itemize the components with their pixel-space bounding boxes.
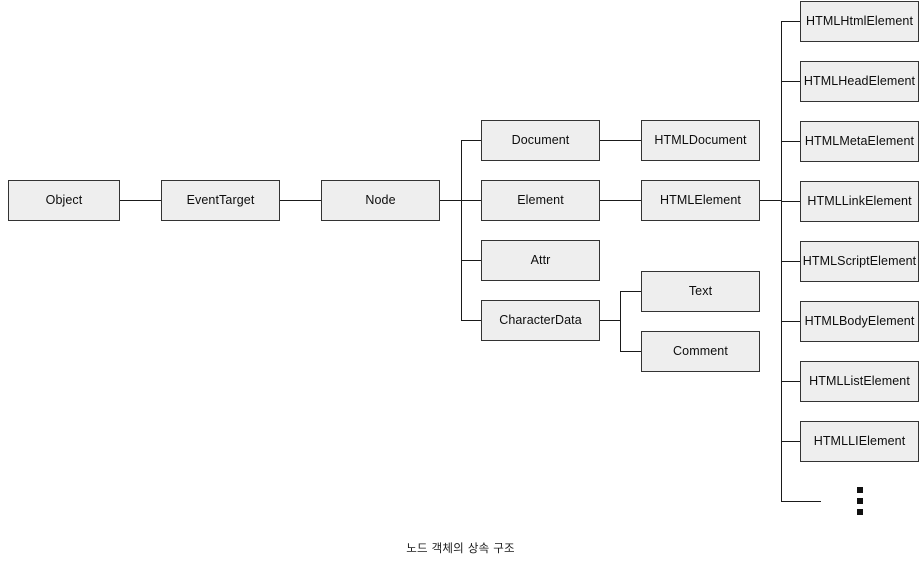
edge-characterdata-to-trunk: [600, 320, 621, 321]
edge-trunk-to-htmlhtmlelement: [781, 21, 801, 22]
edge-node-to-trunk: [440, 200, 461, 201]
edge-trunk-to-characterdata: [461, 320, 481, 321]
node-label: Attr: [530, 252, 551, 267]
node-box-htmlheadelement[interactable]: HTMLHeadElement: [800, 61, 919, 102]
node-box-comment[interactable]: Comment: [641, 331, 760, 372]
edge-trunk-to-htmllielement: [781, 441, 801, 442]
node-box-htmllielement[interactable]: HTMLLIElement: [800, 421, 919, 462]
edge-trunk-to-ellipsis: [781, 501, 821, 502]
node-label: Text: [688, 283, 713, 298]
edge-trunk-to-htmlheadelement: [781, 81, 801, 82]
node-label: Node: [365, 192, 396, 207]
node-box-htmlscriptelement[interactable]: HTMLScriptElement: [800, 241, 919, 282]
ellipsis-dot: [857, 487, 863, 493]
edge-trunk-to-element: [461, 200, 481, 201]
node-box-htmldocument[interactable]: HTMLDocument: [641, 120, 760, 161]
node-label: HTMLScriptElement: [802, 253, 917, 268]
node-box-htmlbodyelement[interactable]: HTMLBodyElement: [800, 301, 919, 342]
edge-document-to-htmldocument: [600, 140, 641, 141]
edge-trunk-to-attr: [461, 260, 481, 261]
node-label: HTMLHeadElement: [803, 73, 916, 88]
node-label: HTMLMetaElement: [804, 133, 915, 148]
edge-trunk-characterdata-children: [620, 291, 621, 351]
node-box-attr[interactable]: Attr: [481, 240, 600, 281]
edge-trunk-to-htmllistelement: [781, 381, 801, 382]
node-label: HTMLElement: [660, 192, 741, 207]
node-box-htmlelement[interactable]: HTMLElement: [641, 180, 760, 221]
edge-trunk-to-comment: [620, 351, 641, 352]
edge-trunk-to-htmlscriptelement: [781, 261, 801, 262]
node-label: Element: [517, 192, 564, 207]
node-box-object[interactable]: Object: [8, 180, 120, 221]
node-label: HTMLDocument: [654, 132, 747, 147]
node-box-htmlhtmlelement[interactable]: HTMLHtmlElement: [800, 1, 919, 42]
node-label: HTMLListElement: [809, 373, 910, 388]
edge-eventtarget-to-node: [280, 200, 321, 201]
node-label: HTMLLinkElement: [807, 193, 912, 208]
node-box-htmllinkelement[interactable]: HTMLLinkElement: [800, 181, 919, 222]
edge-trunk-to-document: [461, 140, 481, 141]
node-label: EventTarget: [186, 192, 255, 207]
node-label: HTMLLIElement: [813, 433, 906, 448]
node-box-document[interactable]: Document: [481, 120, 600, 161]
node-box-node[interactable]: Node: [321, 180, 440, 221]
vertical-ellipsis-icon: [856, 487, 864, 515]
node-box-text[interactable]: Text: [641, 271, 760, 312]
node-box-characterdata[interactable]: CharacterData: [481, 300, 600, 341]
edge-htmlelement-to-trunk: [760, 200, 782, 201]
node-label: Document: [511, 132, 570, 147]
edge-trunk-to-htmllinkelement: [781, 201, 801, 202]
edge-trunk-to-text: [620, 291, 641, 292]
node-box-htmlmetaelement[interactable]: HTMLMetaElement: [800, 121, 919, 162]
node-label: HTMLBodyElement: [804, 313, 915, 328]
ellipsis-dot: [857, 498, 863, 504]
edge-trunk-to-htmlmetaelement: [781, 141, 801, 142]
node-label: CharacterData: [499, 312, 582, 327]
node-box-eventtarget[interactable]: EventTarget: [161, 180, 280, 221]
diagram-caption: 노드 객체의 상속 구조: [406, 541, 515, 555]
edge-element-to-htmlelement: [600, 200, 641, 201]
node-box-htmllistelement[interactable]: HTMLListElement: [800, 361, 919, 402]
node-label: HTMLHtmlElement: [805, 13, 914, 28]
edge-trunk-to-htmlbodyelement: [781, 321, 801, 322]
node-box-element[interactable]: Element: [481, 180, 600, 221]
edge-trunk-node-children: [461, 140, 462, 321]
node-label: Comment: [673, 343, 728, 358]
ellipsis-dot: [857, 509, 863, 515]
node-label: Object: [45, 192, 83, 207]
edge-object-to-eventtarget: [120, 200, 161, 201]
